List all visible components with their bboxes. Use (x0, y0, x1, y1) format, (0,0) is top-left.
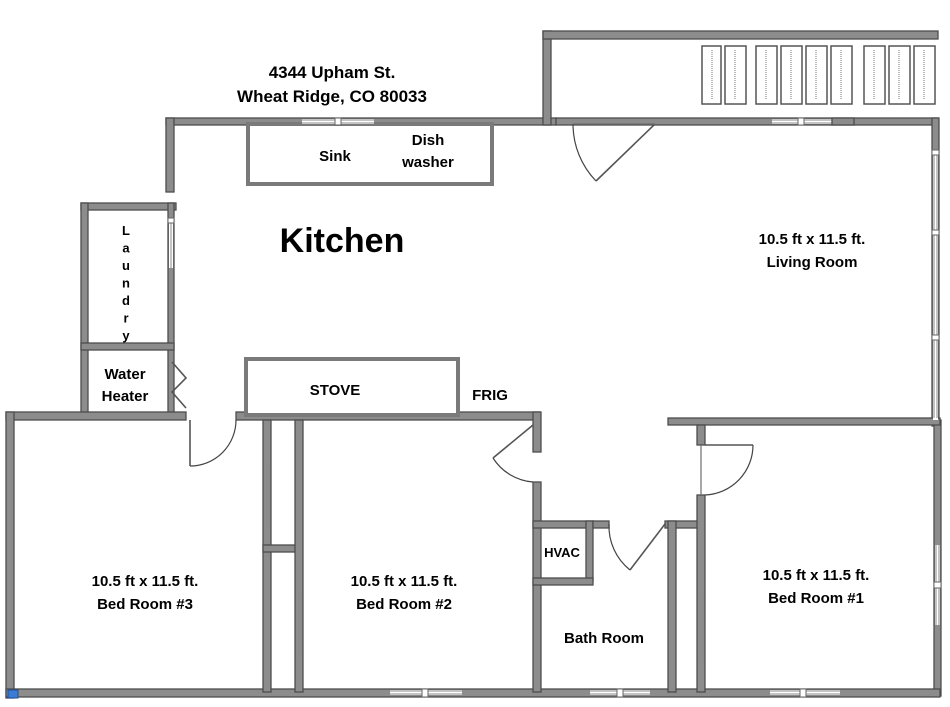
wall-bed1-west-lower (696, 494, 706, 693)
deck-panels (701, 45, 936, 105)
dishwasher-label-1: Dish (412, 132, 445, 149)
sink-counter (246, 122, 494, 186)
wall-bed2-east-lower (532, 481, 542, 693)
wall-bed2-east-upper (532, 411, 542, 453)
window-living-north (797, 117, 805, 126)
deck-panel-group-1 (701, 45, 747, 105)
frig-label: FRIG (472, 387, 508, 404)
address-line-2: Wheat Ridge, CO 80033 (237, 87, 427, 106)
wall-kitchen-west-jog (80, 202, 177, 211)
labels: 4344 Upham St. Wheat Ridge, CO 80033 Kit… (92, 63, 870, 647)
wall-laundry-divider (80, 342, 175, 351)
front-door (595, 123, 656, 182)
window-kitchen-north (334, 117, 342, 126)
laundry-letter: y (122, 328, 130, 343)
water-heater-door (170, 361, 188, 409)
window-living-east-3 (931, 334, 940, 341)
wall-west (5, 411, 15, 699)
sink-label: Sink (319, 148, 351, 165)
bed3-size: 10.5 ft x 11.5 ft. (92, 573, 199, 590)
window-bed1-east (933, 581, 942, 589)
laundry-letter: u (122, 258, 130, 273)
wall-porch-post (542, 30, 552, 126)
living-room-label: Living Room (767, 254, 858, 271)
window-bed2-south (421, 688, 429, 698)
kitchen-label: Kitchen (280, 222, 405, 260)
laundry-door (167, 217, 175, 224)
wall-bath-east (667, 520, 677, 693)
water-heater-label-1: Water (104, 366, 145, 383)
wall-bed3-east (262, 419, 272, 693)
wall-porch-top (542, 30, 939, 40)
bed1-label: Bed Room #1 (768, 590, 864, 607)
laundry-letter: a (122, 241, 130, 256)
corner-marker-icon (7, 689, 19, 699)
laundry-letter: r (123, 311, 128, 326)
windows (167, 117, 942, 698)
wall-hall-left (5, 411, 187, 421)
stove-counter (244, 357, 460, 417)
bed2-size: 10.5 ft x 11.5 ft. (351, 573, 458, 590)
wall-bed1-west-upper (696, 424, 706, 446)
stove-label: STOVE (310, 382, 361, 399)
laundry-letter: L (122, 223, 130, 238)
window-bed1-south (799, 688, 807, 698)
bed2-label: Bed Room #2 (356, 596, 452, 613)
deck-panel-group-3 (863, 45, 936, 105)
laundry-letter: d (122, 293, 130, 308)
window-living-east-1 (931, 149, 940, 156)
dishwasher-label-2: washer (401, 154, 454, 171)
living-room-size: 10.5 ft x 11.5 ft. (759, 231, 866, 248)
wall-bath-top (592, 520, 610, 529)
laundry-letter: n (122, 276, 130, 291)
bed3-label: Bed Room #3 (97, 596, 193, 613)
wall-laundry-west (80, 202, 89, 419)
window-living-east-2 (931, 229, 940, 236)
wall-hvac-bottom (532, 577, 594, 586)
bed2-door (492, 424, 534, 459)
address-line-1: 4344 Upham St. (269, 63, 396, 82)
wall-kitchen-west-top (165, 117, 175, 193)
doors (170, 123, 754, 571)
water-heater-label-2: Heater (102, 388, 149, 405)
window-bath-south (616, 688, 624, 698)
deck-panel-group-2 (755, 45, 853, 105)
wall-living-south (667, 417, 941, 426)
wall-south (5, 688, 941, 698)
bath-door (629, 523, 666, 571)
bed1-size: 10.5 ft x 11.5 ft. (763, 567, 870, 584)
bath-room-label: Bath Room (564, 630, 644, 647)
fixtures (244, 122, 494, 417)
hvac-label: HVAC (544, 545, 580, 560)
wall-bed2-west (294, 419, 304, 693)
wall-hvac-east (585, 520, 594, 582)
